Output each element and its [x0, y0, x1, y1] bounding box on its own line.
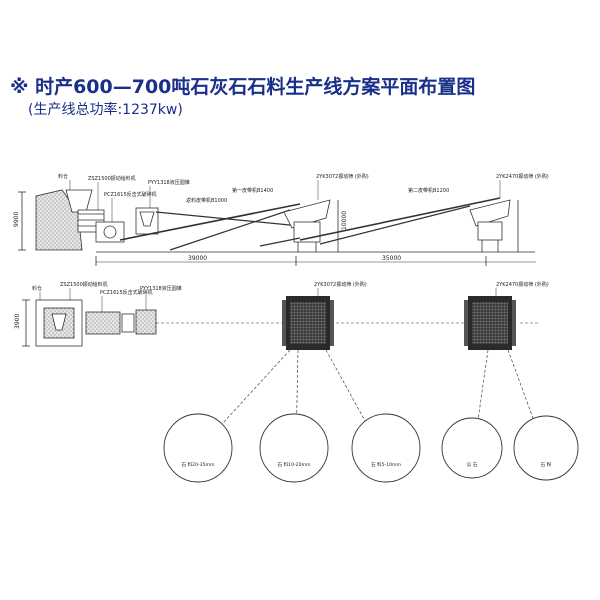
return-belt: [155, 211, 301, 227]
cone-crusher-label: PYY1318液压圆锥: [148, 179, 190, 186]
plan-screen1-label: 2YK3072振动筛 (外购): [314, 281, 367, 288]
pile-label-2: 石 料10-20mm: [278, 461, 311, 468]
pile-circle-4: [441, 417, 503, 479]
elevation-height-label: 9900: [13, 212, 20, 227]
feeder-label: ZSZ1500振动给料机: [88, 175, 136, 182]
elevation-height2-label: 10000: [341, 211, 348, 230]
pile-circle-5: [513, 415, 579, 481]
page-subtitle: (生产线总功率:1237kw): [28, 102, 183, 118]
plan-hopper-label: 料仓: [32, 285, 42, 292]
screen1-elevation: [283, 199, 331, 229]
plan-screen2-label: 2YK2470振动筛 (外购): [496, 281, 549, 288]
dim1-label: 39000: [188, 255, 207, 262]
pile-label-5: 石 粉: [541, 461, 552, 468]
pile-circle-2: [259, 413, 329, 483]
belt1-label: 返料皮带机B1000: [186, 197, 227, 204]
pile-label-3: 石 料5-10mm: [371, 461, 402, 468]
screen1-label: 2YK3072振动筛 (外购): [316, 173, 369, 180]
elevation-view: [18, 180, 536, 266]
pile-label-1: 石 料20-35mm: [182, 461, 215, 468]
belt2-label: 第一皮带机B1400: [232, 187, 273, 194]
pile-circle-3: [351, 413, 421, 483]
plan-screen-1: [282, 296, 334, 350]
screen2-elevation: [469, 199, 511, 227]
plan-view: [22, 288, 540, 347]
belt-conveyor-1: [119, 203, 301, 241]
jaw-crusher-machine: [95, 221, 125, 243]
plan-feeder-label: ZSZ1500振动给料机: [60, 281, 108, 288]
page-title: ※ 时产600—700吨石灰石石料生产线方案平面布置图: [10, 76, 476, 98]
hopper-label: 料仓: [58, 173, 68, 180]
plan-cone-crusher: [135, 309, 157, 335]
jaw-crusher-label: PCZ1615反击式破碎机: [104, 191, 157, 198]
plan-width-label: 3900: [14, 314, 21, 329]
pile-circle-1: [163, 413, 233, 483]
plan-jaw-label: PCZ1615反击式破碎机: [100, 289, 153, 296]
screen2-label: 2YK2470振动筛 (外购): [496, 173, 549, 180]
dim2-label: 35000: [382, 255, 401, 262]
plan-cone-label: PYY1318液压圆锥: [140, 285, 182, 292]
plan-screen-2: [464, 296, 516, 350]
plan-jaw-crusher: [85, 311, 121, 335]
belt3-label: 第二皮带机B1200: [408, 187, 449, 194]
pile-label-4: 瓜 石: [467, 462, 478, 468]
belt-conveyor-2: [299, 197, 501, 241]
